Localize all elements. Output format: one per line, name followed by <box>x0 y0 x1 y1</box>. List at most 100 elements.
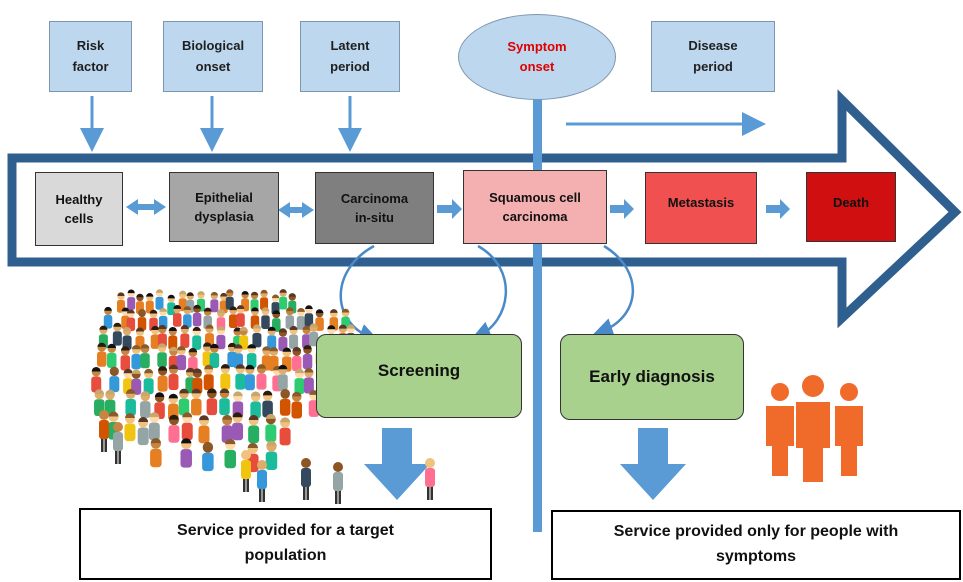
crowd-person <box>252 324 262 348</box>
dysplasia-cis-double-arrow <box>278 202 314 218</box>
crowd-person <box>291 391 303 419</box>
crowd-person <box>183 306 192 328</box>
crowd-person <box>219 388 230 416</box>
crowd-person <box>97 342 107 367</box>
crowd-person <box>279 289 288 310</box>
stage-metastasis: Metastasis <box>645 172 757 244</box>
crowd-person <box>168 414 180 443</box>
crowd-person <box>91 366 102 393</box>
phase-disease-period: Disease period <box>651 21 775 92</box>
symptomatic-only-box: Service provided only for people with sy… <box>551 510 961 580</box>
crowd-person <box>140 391 151 418</box>
crowd-person <box>210 291 219 313</box>
crowd-person <box>224 438 236 469</box>
crowd-person <box>150 437 162 468</box>
crowd-person <box>112 322 122 346</box>
crowd-person <box>277 364 288 391</box>
crowd-person <box>157 366 168 392</box>
crowd-person <box>155 289 164 310</box>
people-icon <box>766 375 863 482</box>
crowd-person <box>99 410 109 452</box>
crowd-person <box>279 388 291 416</box>
crowd-person <box>262 390 273 418</box>
phase-risk-factor: Risk factor <box>49 21 132 92</box>
crowd-person <box>168 326 178 350</box>
crowd-person <box>289 325 299 349</box>
crowd-person <box>250 391 261 419</box>
stage-carcinoma-in-situ: Carcinoma in-situ <box>315 172 434 244</box>
phase-disease-period-label: Disease period <box>688 38 738 74</box>
crowd-person <box>137 417 149 446</box>
crowd-person <box>140 344 150 369</box>
crowd-person <box>244 364 255 391</box>
crowd-person <box>181 412 193 441</box>
cis-scc-arrow <box>437 199 462 219</box>
crowd-person <box>261 307 270 329</box>
crowd-person <box>292 346 302 372</box>
stage-metastasis-label: Metastasis <box>667 195 735 210</box>
crowd-person <box>109 366 120 393</box>
screening-label: Screening <box>377 361 461 380</box>
crowd-person <box>137 308 147 331</box>
stage-squamous-cell-carcinoma-label: Squamous cell carcinoma <box>489 189 581 225</box>
crowd-person <box>173 305 182 327</box>
crowd-person <box>235 364 246 390</box>
symptom-onset-divider <box>533 92 542 532</box>
crowd-person <box>257 460 267 502</box>
early-diagnosis-box: Early diagnosis <box>560 334 744 420</box>
crowd-person <box>176 345 187 371</box>
target-population-label: Service provided for a target population <box>177 522 394 564</box>
crowd-person <box>301 458 311 500</box>
healthy-dysplasia-double-arrow <box>126 199 166 215</box>
early-diagnosis-label: Early diagnosis <box>589 367 715 386</box>
phase-biological-onset: Biological onset <box>163 21 263 92</box>
crowd-person <box>209 343 220 369</box>
scc-to-screening-curve <box>471 244 507 341</box>
crowd-person <box>256 364 267 390</box>
target-population-box: Service provided for a target population <box>79 508 492 580</box>
crowd-person <box>302 344 313 370</box>
crowd-person <box>261 346 272 371</box>
stage-epithelial-dysplasia-label: Epithelial dysplasia <box>194 189 254 225</box>
crowd-illustration <box>91 289 435 504</box>
phase-biological-onset-label: Biological onset <box>181 38 245 74</box>
crowd-person <box>150 325 160 349</box>
crowd-person <box>216 326 226 350</box>
crowd-person <box>198 415 210 444</box>
crowd-person <box>205 324 215 348</box>
stage-death: Death <box>806 172 896 242</box>
scc-to-early-diagnosis-curve <box>592 244 634 338</box>
crowd-person <box>180 324 190 348</box>
screening-down-arrow <box>364 428 430 500</box>
stage-healthy-cells: Healthy cells <box>35 172 123 246</box>
phase-latent-period: Latent period <box>300 21 400 92</box>
crowd-person <box>279 417 291 446</box>
crowd-person <box>157 343 167 368</box>
crowd-person <box>239 326 249 350</box>
phase-symptom-onset: Symptom onset <box>458 14 616 100</box>
crowd-person <box>113 422 123 464</box>
crowd-person <box>180 438 192 468</box>
phase-latent-period-label: Latent period <box>330 38 370 74</box>
symptomatic-only-label: Service provided only for people with sy… <box>613 523 899 565</box>
crowd-person <box>265 440 278 471</box>
crowd-person <box>333 462 343 504</box>
crowd-person <box>232 412 244 441</box>
crowd-person <box>425 458 435 500</box>
crowd-person <box>303 368 314 394</box>
crowd-person <box>192 304 202 327</box>
crowd-person <box>167 294 176 316</box>
crowd-person <box>309 323 319 347</box>
crowd-person <box>124 413 136 442</box>
crowd-person <box>131 345 141 370</box>
crowd-person <box>260 289 269 311</box>
crowd-person <box>267 326 277 350</box>
crowd-person <box>278 328 288 352</box>
crowd-person <box>236 305 245 327</box>
crowd-person <box>191 388 202 416</box>
crowd-person <box>265 413 277 442</box>
crowd-person <box>248 415 260 444</box>
crowd-person <box>206 388 218 416</box>
crowd-person <box>116 292 125 313</box>
crowd-person <box>192 326 202 350</box>
